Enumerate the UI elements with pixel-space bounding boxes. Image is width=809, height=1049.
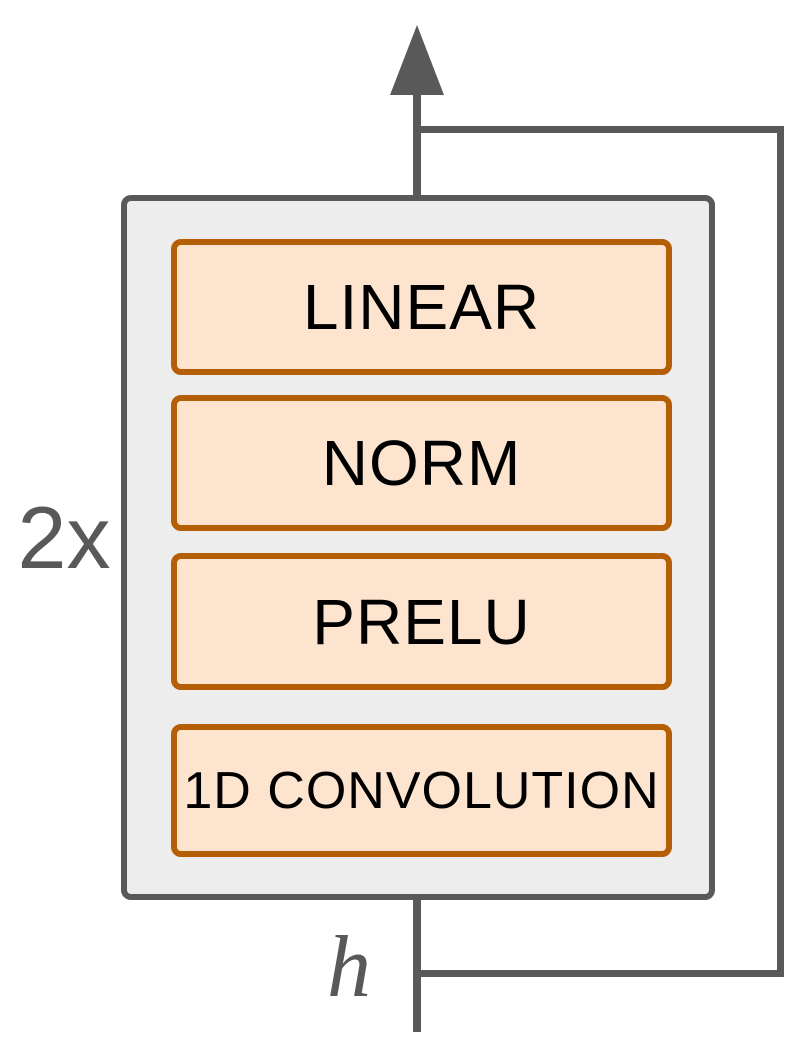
block-1d-convolution: 1D CONVOLUTION xyxy=(171,724,672,857)
block-1d-convolution-label: 1D CONVOLUTION xyxy=(183,761,660,820)
output-arrow-head-icon xyxy=(390,25,444,95)
skip-connection-bottom-line xyxy=(415,970,784,977)
skip-connection-right-line xyxy=(777,126,784,977)
repeat-count-label: 2x xyxy=(17,488,111,587)
skip-connection-top-line xyxy=(415,126,784,133)
block-prelu-label: PRELU xyxy=(312,585,531,658)
block-norm-label: NORM xyxy=(321,427,522,499)
input-line xyxy=(413,898,421,1032)
block-linear: LINEAR xyxy=(171,239,672,375)
block-prelu: PRELU xyxy=(171,553,672,690)
block-linear-label: LINEAR xyxy=(302,271,541,343)
block-norm: NORM xyxy=(171,395,672,531)
output-arrow-stem xyxy=(413,92,421,198)
input-variable-label: h xyxy=(327,919,371,1016)
